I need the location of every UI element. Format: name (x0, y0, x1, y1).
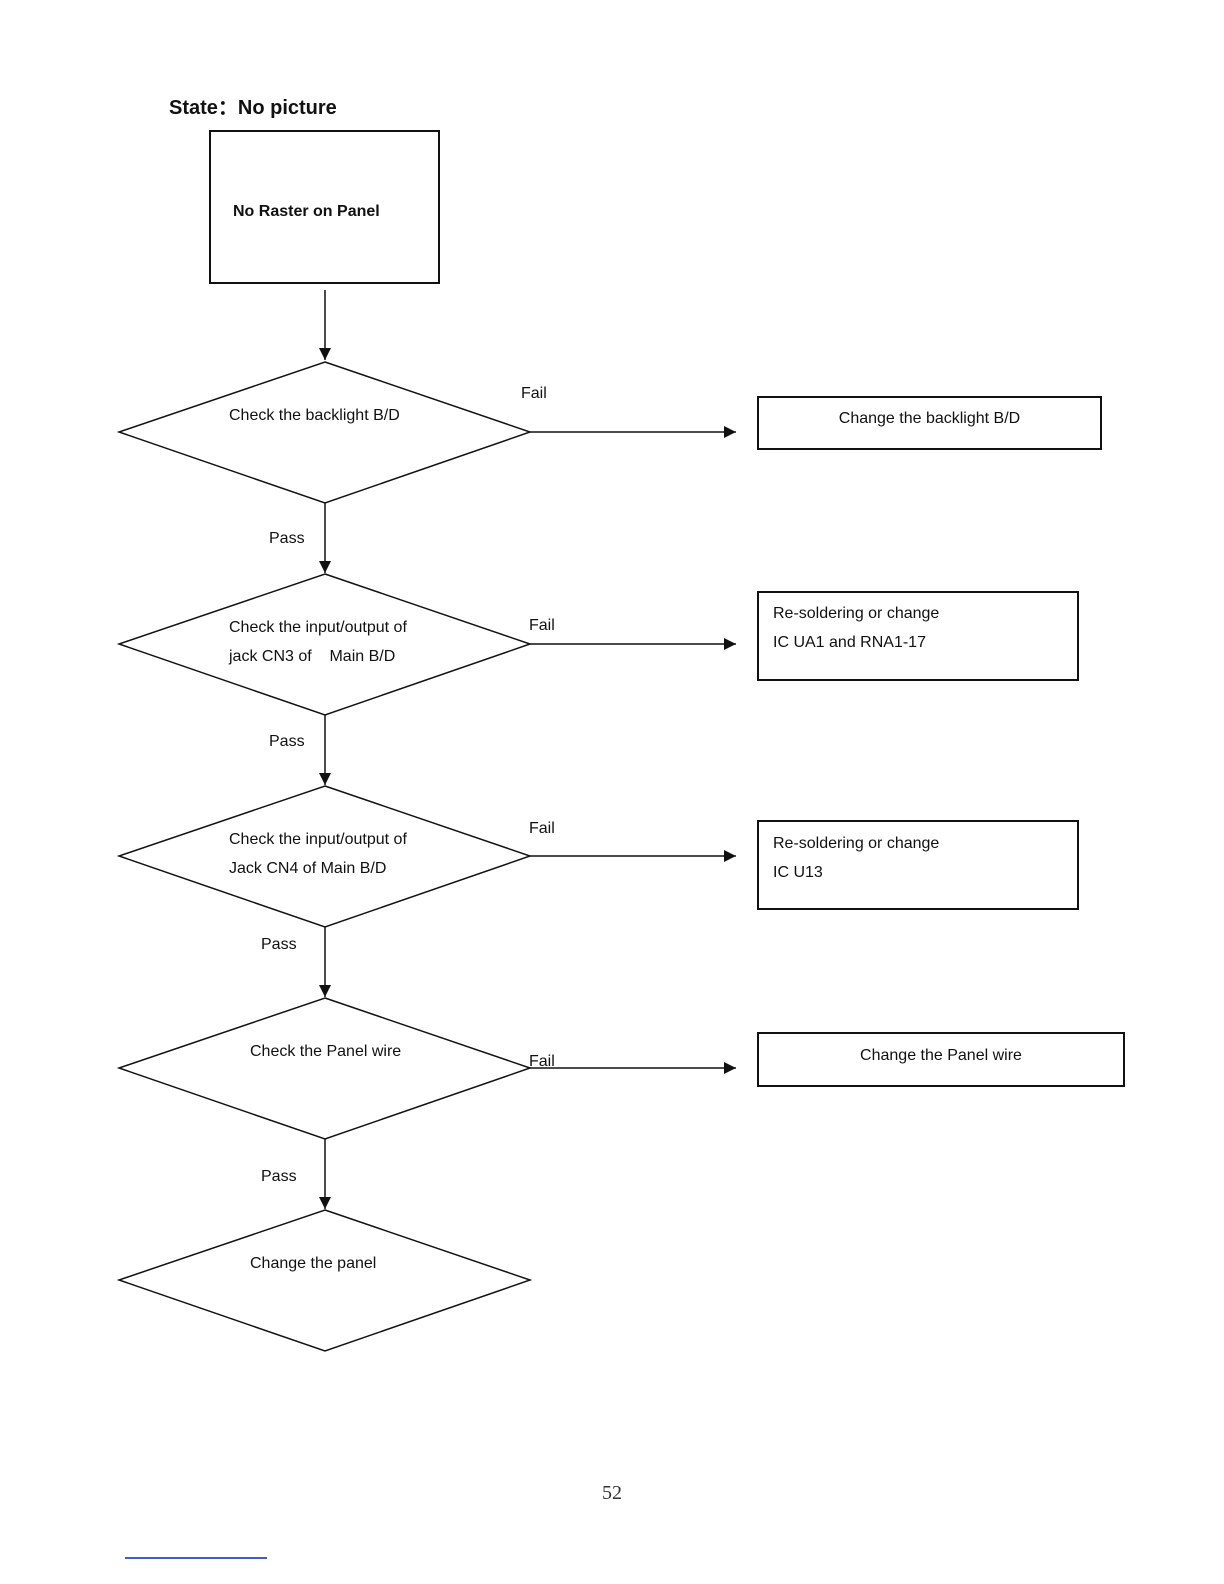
decision-1-line-1: Check the backlight B/D (229, 407, 400, 424)
pass-label-4: Pass (261, 1168, 297, 1185)
action-box-3 (757, 820, 1079, 910)
page-title: State：No picture (169, 97, 337, 119)
decision-1-label: Check the backlight B/D (229, 401, 400, 430)
decision-2-label: Check the input/output of jack CN3 of Ma… (229, 613, 407, 671)
decision-2-line-1: Check the input/output of (229, 619, 407, 636)
action-box-4-label: Change the Panel wire (758, 1041, 1124, 1070)
fail-label-2: Fail (529, 617, 555, 634)
final-line-1: Change the panel (250, 1255, 377, 1272)
start-box (209, 130, 440, 284)
decision-1-diamond (116, 361, 533, 504)
final-diamond (116, 1209, 533, 1352)
action-box-2-label: Re-soldering or change IC UA1 and RNA1-1… (773, 599, 939, 657)
action-2-line-2: IC UA1 and RNA1-17 (773, 634, 926, 651)
pass-label-1: Pass (269, 530, 305, 547)
decision-3-line-1: Check the input/output of (229, 831, 407, 848)
action-box-1 (757, 396, 1102, 450)
fail-label-3: Fail (529, 820, 555, 837)
action-2-line-1: Re-soldering or change (773, 605, 940, 622)
action-4-line-1: Change the Panel wire (860, 1047, 1022, 1064)
fail-label-1: Fail (521, 385, 547, 402)
decision-2-line-2: jack CN3 of Main B/D (229, 648, 396, 665)
action-3-line-1: Re-soldering or change (773, 835, 940, 852)
pass-label-2: Pass (269, 733, 305, 750)
decision-3-line-2: Jack CN4 of Main B/D (229, 860, 387, 877)
decision-4-diamond (116, 997, 533, 1140)
final-label: Change the panel (250, 1249, 376, 1278)
decision-4-line-1: Check the Panel wire (250, 1043, 402, 1060)
decision-3-label: Check the input/output of Jack CN4 of Ma… (229, 825, 407, 883)
action-3-line-2: IC U13 (773, 864, 823, 881)
start-box-label: No Raster on Panel (233, 203, 380, 220)
decision-4-label: Check the Panel wire (250, 1037, 401, 1066)
action-1-line-1: Change the backlight B/D (838, 410, 1021, 427)
action-box-2 (757, 591, 1079, 681)
action-box-3-label: Re-soldering or change IC U13 (773, 829, 939, 887)
pass-label-3: Pass (261, 936, 297, 953)
action-box-1-label: Change the backlight B/D (758, 404, 1101, 433)
page-number: 52 (602, 1482, 622, 1504)
action-box-4 (757, 1032, 1125, 1087)
fail-label-4: Fail (529, 1053, 555, 1070)
footer-rule (125, 1557, 267, 1559)
